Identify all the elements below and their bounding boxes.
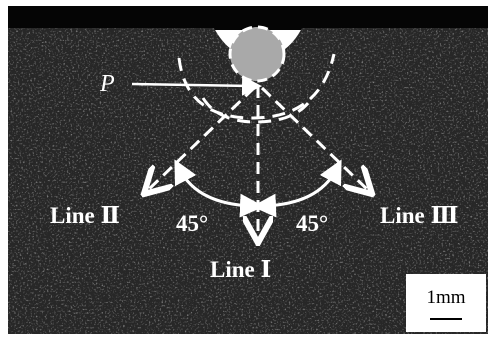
line-two-label: Line Ⅱ [50,203,120,228]
scale-bar-line [430,318,462,320]
line-two-path [146,86,256,192]
scale-bar-box: 1mm [406,274,486,332]
angle-left-label: 45° [176,211,209,236]
indenter-ball [228,25,286,83]
line-three-label: Line Ⅲ [380,203,459,228]
scale-bar-label: 1mm [426,287,466,308]
line-one-label: Line Ⅰ [210,257,272,282]
angle-right-label: 45° [296,211,329,236]
angle-arc-right [252,159,342,218]
deformation-inner-outline [201,97,314,124]
angle-arc-left [174,159,264,218]
top-band [8,6,488,30]
deformation-outer-outline [177,53,336,120]
point-p-arrow [131,75,262,96]
line-three-path [260,86,370,192]
point-p-label: P [100,71,115,97]
